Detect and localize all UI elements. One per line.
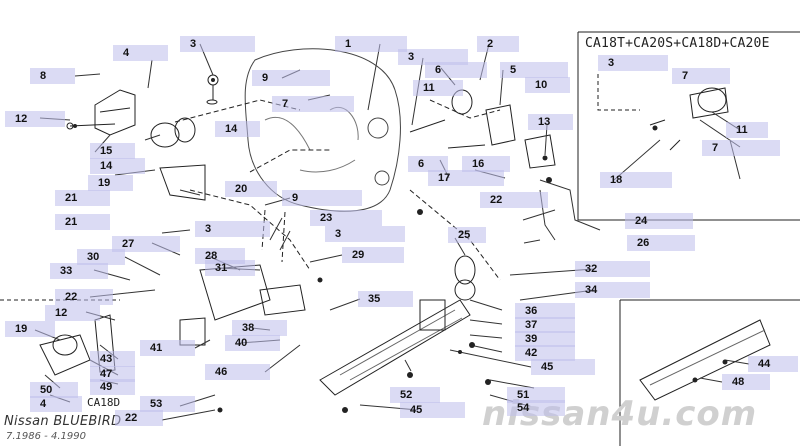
ca18d-sub-label: CA18D (87, 396, 121, 409)
callout-20[interactable]: 20 (225, 181, 277, 197)
callout-32[interactable]: 32 (575, 261, 650, 277)
callout-3[interactable]: 3 (325, 226, 405, 242)
inset-frame-top (577, 31, 800, 221)
side-member (639, 319, 771, 401)
callout-34[interactable]: 34 (575, 282, 650, 298)
callout-3[interactable]: 3 (598, 55, 668, 71)
callout-39[interactable]: 39 (515, 331, 575, 347)
callout-2[interactable]: 2 (477, 36, 519, 52)
callout-16[interactable]: 16 (462, 156, 510, 172)
model-dates: 7.1986 - 4.1990 (6, 431, 86, 442)
callout-13[interactable]: 13 (528, 114, 573, 130)
callout-21[interactable]: 21 (55, 190, 110, 206)
insulator-left (150, 122, 180, 148)
callout-12[interactable]: 12 (5, 111, 65, 127)
callout-9[interactable]: 9 (282, 190, 362, 206)
callout-4[interactable]: 4 (30, 396, 82, 412)
inset-frame-bottom (619, 299, 800, 446)
callout-12[interactable]: 12 (45, 305, 100, 321)
mount-bracket-right (485, 104, 516, 146)
callout-19[interactable]: 19 (88, 175, 133, 191)
callout-22[interactable]: 22 (480, 192, 548, 208)
insulator-inset (697, 87, 727, 113)
callout-3[interactable]: 3 (180, 36, 255, 52)
callout-18[interactable]: 18 (600, 172, 672, 188)
callout-6[interactable]: 6 (425, 62, 487, 78)
callout-54[interactable]: 54 (507, 400, 565, 416)
engine-outline (244, 48, 401, 212)
callout-22[interactable]: 22 (55, 289, 113, 305)
callout-25[interactable]: 25 (448, 227, 486, 243)
callout-49[interactable]: 49 (90, 379, 135, 395)
callout-51[interactable]: 51 (507, 387, 565, 403)
model-name: Nissan BLUEBIRD (4, 414, 122, 429)
callout-1[interactable]: 1 (335, 36, 407, 52)
callout-17[interactable]: 17 (428, 170, 504, 186)
callout-3[interactable]: 3 (398, 49, 468, 65)
callout-38[interactable]: 38 (232, 320, 287, 336)
callout-45[interactable]: 45 (531, 359, 595, 375)
callout-19[interactable]: 19 (5, 321, 55, 337)
callout-52[interactable]: 52 (390, 387, 440, 403)
callout-45[interactable]: 45 (400, 402, 465, 418)
callout-46[interactable]: 46 (205, 364, 270, 380)
callout-10[interactable]: 10 (525, 77, 570, 93)
callout-23[interactable]: 23 (310, 210, 382, 226)
callout-26[interactable]: 26 (627, 235, 695, 251)
mount-bracket-lower (159, 164, 206, 201)
inset-engine-variants-title: CA18T+CA20S+CA18D+CA20E (585, 36, 770, 51)
callout-27[interactable]: 27 (112, 236, 180, 252)
callout-33[interactable]: 33 (50, 263, 108, 279)
callout-9[interactable]: 9 (252, 70, 330, 86)
callout-4[interactable]: 4 (113, 45, 168, 61)
callout-41[interactable]: 41 (140, 340, 195, 356)
callout-35[interactable]: 35 (358, 291, 413, 307)
callout-47[interactable]: 47 (90, 366, 135, 382)
callout-6[interactable]: 6 (408, 156, 448, 172)
callout-21[interactable]: 21 (55, 214, 110, 230)
callout-8[interactable]: 8 (30, 68, 75, 84)
callout-37[interactable]: 37 (515, 317, 575, 333)
crossmember (319, 299, 471, 396)
callout-7[interactable]: 7 (672, 68, 730, 84)
callout-50[interactable]: 50 (30, 382, 78, 398)
callout-14[interactable]: 14 (90, 158, 145, 174)
callout-24[interactable]: 24 (625, 213, 693, 229)
callout-44[interactable]: 44 (748, 356, 798, 372)
callout-36[interactable]: 36 (515, 303, 575, 319)
callout-14[interactable]: 14 (215, 121, 260, 137)
callout-11[interactable]: 11 (726, 122, 768, 138)
callout-43[interactable]: 43 (90, 351, 135, 367)
callout-22[interactable]: 22 (115, 410, 163, 426)
callout-15[interactable]: 15 (90, 143, 135, 159)
callout-40[interactable]: 40 (225, 335, 280, 351)
callout-42[interactable]: 42 (515, 345, 575, 361)
callout-29[interactable]: 29 (342, 247, 404, 263)
mount-bracket-left (94, 89, 136, 136)
callout-11[interactable]: 11 (413, 80, 463, 96)
callout-7[interactable]: 7 (272, 96, 354, 112)
callout-48[interactable]: 48 (722, 374, 770, 390)
callout-53[interactable]: 53 (140, 396, 195, 412)
callout-5[interactable]: 5 (500, 62, 568, 78)
callout-31[interactable]: 31 (205, 260, 255, 276)
callout-30[interactable]: 30 (77, 249, 125, 265)
callout-7[interactable]: 7 (702, 140, 780, 156)
callout-3[interactable]: 3 (195, 221, 270, 237)
